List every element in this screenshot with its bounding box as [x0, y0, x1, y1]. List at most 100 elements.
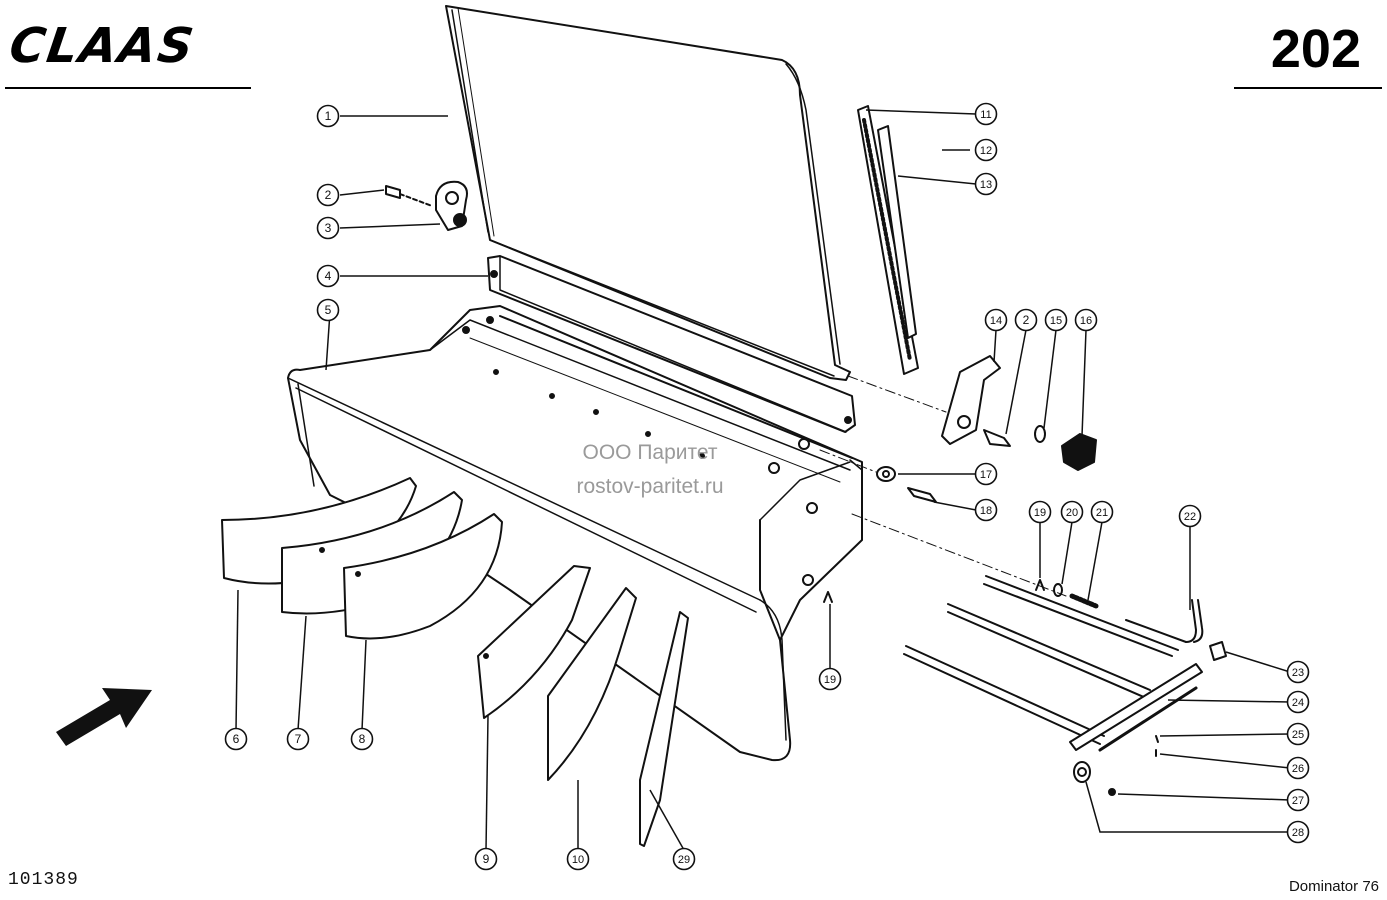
callout-circle: [1286, 690, 1310, 714]
callout-25: 25: [1286, 722, 1310, 746]
angle-strip-part: [487, 255, 856, 433]
callout-label: 12: [980, 145, 992, 157]
page-number-underline: [1234, 87, 1382, 89]
callout-19: 19: [818, 667, 842, 691]
rod-frame-part: [903, 575, 1204, 752]
watermark: ООО Паритет rostov-paritet.ru: [500, 436, 800, 504]
callout-circle: [1286, 788, 1310, 812]
callout-20: 20: [1060, 500, 1084, 524]
small-fasteners-part: [1073, 641, 1227, 796]
callout-26: 26: [1286, 756, 1310, 780]
callout-24: 24: [1286, 690, 1310, 714]
callout-16: 16: [1074, 308, 1098, 332]
callout-15: 15: [1044, 308, 1068, 332]
callout-label: 19: [1034, 507, 1046, 519]
leader-lines: [235, 109, 1291, 851]
callout-label: 24: [1292, 697, 1304, 709]
callout-circle: [224, 727, 248, 751]
callout-circle: [1286, 756, 1310, 780]
callout-19: 19: [1028, 500, 1052, 524]
callout-29: 29: [672, 847, 696, 871]
callout-label: 15: [1050, 315, 1062, 327]
callout-5: 5: [316, 298, 340, 322]
callout-circle: [1014, 308, 1038, 332]
callout-circle: [286, 727, 310, 751]
callout-14: 14: [984, 308, 1008, 332]
callout-label: 29: [678, 854, 690, 866]
brand-underline: [5, 87, 251, 89]
callout-label: 13: [980, 179, 992, 191]
alignment-lines: [819, 375, 1067, 597]
callout-label: 19: [824, 674, 836, 686]
callout-1: 1: [316, 104, 340, 128]
callout-circle: [474, 847, 498, 871]
callout-label: 14: [990, 315, 1002, 327]
callout-label: 8: [359, 732, 366, 746]
callout-2: 2: [316, 183, 340, 207]
callout-22: 22: [1178, 504, 1202, 528]
callout-28: 28: [1286, 820, 1310, 844]
guide-fin-10: [547, 587, 637, 781]
callout-label: 2: [325, 188, 332, 202]
callout-circle: [350, 727, 374, 751]
callout-label: 20: [1066, 507, 1078, 519]
callout-circle: [818, 667, 842, 691]
callout-7: 7: [286, 727, 310, 751]
callout-circle: [672, 847, 696, 871]
callout-circle: [316, 264, 340, 288]
callout-circle: [1178, 504, 1202, 528]
document-number: 101389: [8, 870, 79, 890]
callout-label: 18: [980, 505, 992, 517]
callout-circle: [974, 172, 998, 196]
guide-strip-29: [639, 611, 689, 847]
callout-label: 10: [572, 854, 584, 866]
callout-3: 3: [316, 216, 340, 240]
page-number: 202: [1270, 19, 1361, 79]
deflector-blade-8: [343, 513, 503, 640]
callout-label: 4: [325, 269, 332, 283]
watermark-company: ООО Паритет: [582, 441, 718, 464]
callout-label: 3: [325, 221, 332, 235]
callout-circle: [316, 298, 340, 322]
callout-12: 12: [974, 138, 998, 162]
latch-assembly-part: [941, 355, 1097, 471]
callout-11: 11: [974, 102, 998, 126]
callout-circle: [316, 104, 340, 128]
callout-label: 2: [1023, 313, 1030, 327]
callout-circle: [1286, 722, 1310, 746]
callout-label: 7: [295, 732, 302, 746]
callout-17: 17: [974, 462, 998, 486]
callout-circle: [974, 498, 998, 522]
callout-label: 16: [1080, 315, 1092, 327]
callout-circle: [974, 462, 998, 486]
callout-18: 18: [974, 498, 998, 522]
callout-circle: [974, 138, 998, 162]
callout-circle: [984, 308, 1008, 332]
callout-circle: [1074, 308, 1098, 332]
callout-circle: [316, 183, 340, 207]
callout-4: 4: [316, 264, 340, 288]
callout-13: 13: [974, 172, 998, 196]
callout-label: 25: [1292, 729, 1304, 741]
callout-2: 2: [1014, 308, 1038, 332]
split-pin-part: [823, 579, 1045, 603]
callout-label: 5: [325, 303, 332, 317]
callout-23: 23: [1286, 660, 1310, 684]
callout-27: 27: [1286, 788, 1310, 812]
callout-label: 9: [483, 852, 490, 866]
callout-21: 21: [1090, 500, 1114, 524]
callout-8: 8: [350, 727, 374, 751]
spring-washer-part: [1053, 583, 1099, 609]
callout-circle: [1090, 500, 1114, 524]
watermark-website: rostov-paritet.ru: [576, 475, 724, 498]
callout-label: 22: [1184, 511, 1196, 523]
bolt-and-bracket-part: [385, 180, 468, 231]
guide-fin-9: [477, 565, 591, 719]
washer-and-screw-part: [876, 466, 937, 503]
machine-model: Dominator 76: [1288, 878, 1379, 895]
callout-circle: [1060, 500, 1084, 524]
hopper-body-part: [287, 305, 863, 762]
